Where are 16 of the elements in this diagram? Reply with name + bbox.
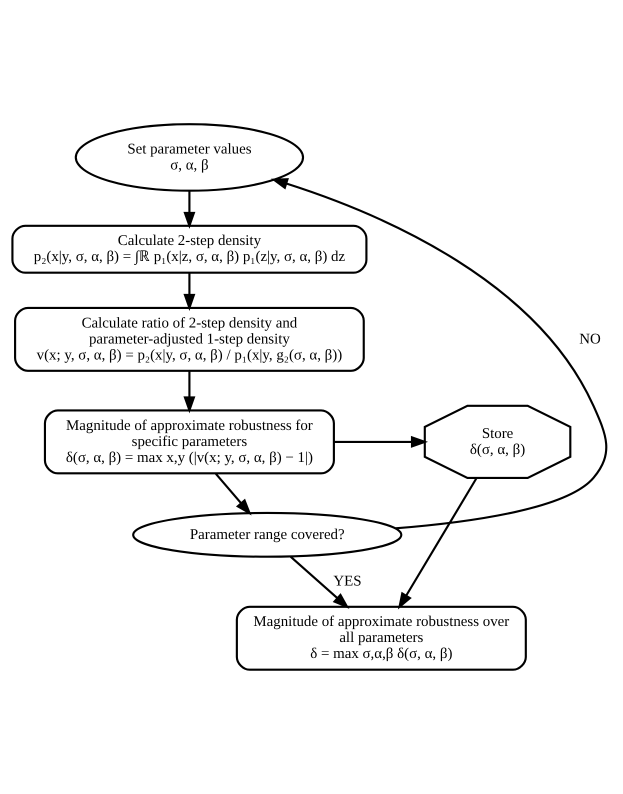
arrow: [398, 478, 478, 610]
arrow: [334, 436, 428, 448]
arrow: [270, 178, 608, 530]
node-box: Calculate 2-step density p₂(x|y, σ, α, β) = ∫ℝ p₁(x|z, σ, α, β) p₁(z|y, σ, α, β) dz: [11, 224, 368, 274]
edge-label: NO: [579, 331, 601, 348]
node-box: Magnitude of approximate robustness over all parameters δ = max σ,α,β δ(σ, α, β): [236, 606, 527, 671]
arrow: [290, 556, 350, 609]
arrow: [183, 190, 196, 229]
arrow: [183, 370, 196, 414]
arrow: [183, 272, 196, 311]
node-box: Magnitude of approximate robustness for specific parameters δ(σ, α, β) = max x,y (|v(x; y, σ, α, β) − 1|): [44, 409, 335, 474]
node-ellipse: Set parameter values σ, α, β: [74, 123, 304, 192]
edge-label: YES: [333, 574, 362, 590]
node-box: Calculate ratio of 2-step density and parameter-adjusted 1-step density v(x; y, σ, α, β) = p₂(x|y, σ, α, β) / p₁(x|y, g₂(σ, α, β)): [14, 306, 365, 372]
arrow: [214, 473, 252, 516]
node-ellipse: Parameter range covered?: [132, 512, 402, 558]
